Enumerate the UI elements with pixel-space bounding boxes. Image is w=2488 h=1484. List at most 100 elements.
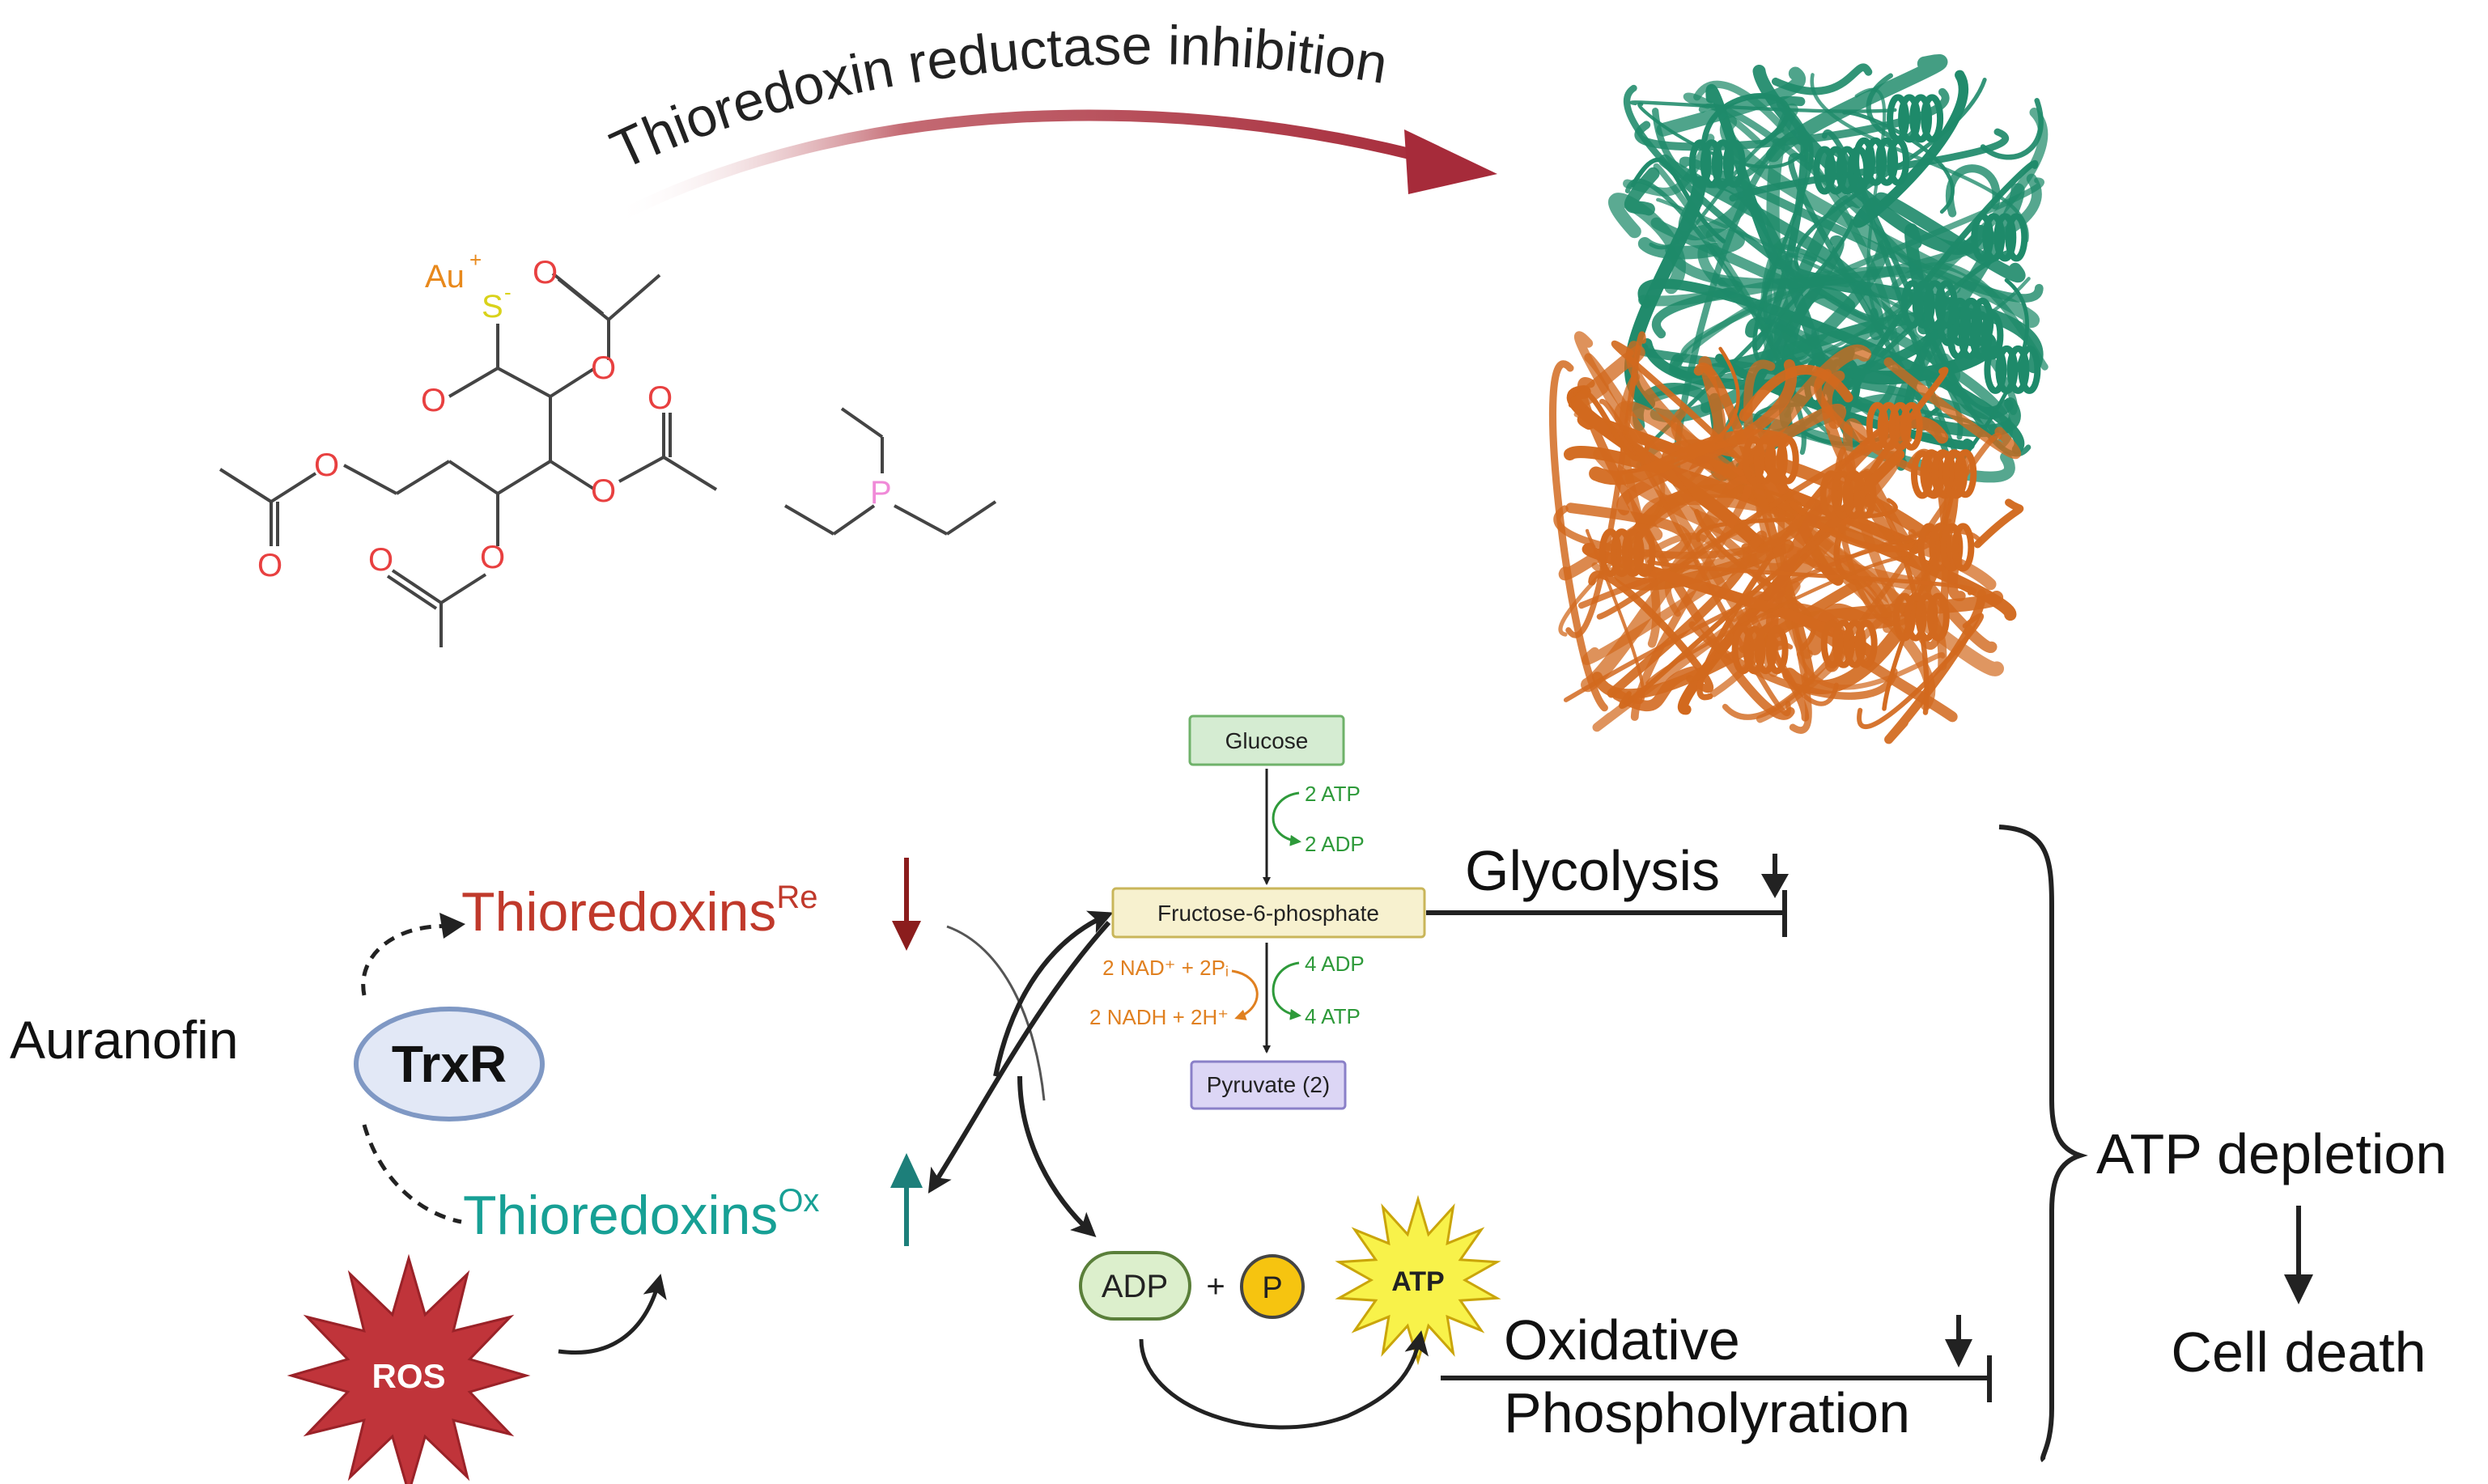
protein-ribbon-segment [1973,498,2024,549]
outcome-brace [1998,825,2088,1463]
protein-ribbon-segment [1739,364,1853,422]
protein-helix-turn [1854,619,1878,668]
protein-helix-turn [1911,450,1934,499]
protein-helix-turn [1742,435,1765,485]
oxidative-label: Oxidative [1504,1308,1740,1372]
protein-helix-turn [1900,401,1923,451]
to-f6p-arrow [993,910,1114,1077]
protein-helix-turn [2018,345,2041,394]
protein-ribbon-segment [1796,549,1891,621]
protein-helix-turn [1904,592,1927,642]
protein-helix-turn [1764,435,1788,485]
protein-helix-turn [1954,449,1977,498]
protein-ribbon-segment [1548,360,1608,712]
nad-reduce-arc [1231,969,1259,1020]
protein-helix-turn [1917,523,1941,572]
protein-ribbon-segment [1626,315,1911,412]
protein-helix-turn [1824,146,1848,195]
protein-helix-turn [1940,523,1964,572]
protein-helix-turn [1820,619,1844,668]
protein-helix-turn [1971,297,1994,346]
protein-helix-turn [1610,528,1633,578]
atp-burst: ATP [1335,1194,1501,1366]
protein-helix-turn [1832,619,1855,668]
protein-helix-turn [1929,523,1952,572]
protein-helix-turn [2005,213,2028,262]
protein-helix-turn [1711,139,1734,189]
protein-helix-turn [1934,280,1958,329]
thioredoxin-reduced-label: ThioredoxinsRe [461,880,817,943]
oxygen-c3: O [591,473,616,509]
protein-helix-turn [1931,449,1955,498]
oxygen-c6: O [314,447,339,483]
protein-helix-turn [1599,528,1622,578]
protein-ribbon-segment [1623,84,1879,322]
protein-helix-turn [1995,345,2019,394]
thioredoxin-oxidized-label: ThioredoxinsOx [463,1183,819,1246]
to-oxphos-arrow [1017,1075,1097,1238]
protein-ribbon-segment [1722,432,2002,720]
protein-helix-turn [1621,528,1645,578]
protein-ribbon-segment [1752,64,1987,255]
protein-ribbon-segment [1688,621,1898,700]
protein-helix-turn [1982,213,2006,262]
protein-helix-turn [1920,449,1943,498]
protein-ribbon-segment [1641,321,1947,390]
phosphate-label: P [1262,1271,1282,1305]
protein-helix-turn [1765,625,1789,675]
protein-helix-turn [1888,401,1912,451]
pyruvate-label: Pyruvate (2) [1207,1072,1331,1097]
protein-helix-turn [1632,528,1656,578]
glycolysis-label: Glycolysis [1465,839,1720,902]
cell-death-label: Cell death [2171,1321,2426,1384]
protein-helix-turn [1923,280,1947,329]
adp-to-atp-arrow [1139,1330,1429,1430]
trxr-label: TrxR [392,1035,507,1093]
adp-out-label: 2 ADP [1305,832,1365,856]
pyruvate-box [1190,1060,1347,1110]
atp-consume-arc [1272,791,1301,846]
protein-helix-turn [1853,137,1876,186]
dashed-arc-up [361,924,454,996]
title-text: Thioredoxin reductase inhibition [601,15,1391,181]
atp-depletion-label: ATP depletion [2096,1122,2447,1185]
oxygen-c6-carbonyl: O [257,548,282,583]
atp-in-label: 2 ATP [1305,782,1361,806]
protein-helix-turn [1875,137,1899,186]
ring-oxygen: O [421,383,446,418]
protein-helix-turn [1700,139,1723,189]
gold-charge: + [469,248,482,272]
protein-helix-turn [1971,213,1994,262]
protein-helix-turn [1900,280,1924,329]
f6p-to-oxidized-arrow [928,920,1111,1194]
protein-helix-turn [2006,345,2030,394]
glucose-label: Glucose [1225,728,1309,753]
protein-helix-turn [1864,137,1887,186]
protein-helix-turn [1959,297,1983,346]
glucose-box [1188,714,1345,766]
sulfur-atom: S [482,289,503,324]
protein-ribbon-segment [1571,345,1645,410]
protein-helix-turn [1819,470,1843,519]
protein-ribbon-segment [1581,344,1872,693]
protein-helix-turn [1951,523,1975,572]
nadh-out-label: 2 NADH + 2H⁺ [1089,1005,1229,1029]
protein-helix-turn [1743,625,1766,675]
protein-helix-turn [1753,435,1777,485]
protein-helix-turn [1909,94,1933,143]
protein-ribbon-segment [1616,359,1798,515]
protein-ribbon-segment [1833,519,1952,559]
protein-helix-turn [1877,401,1900,451]
protein-helix-turn [1754,625,1777,675]
protein-ribbon-segment [1766,103,1813,361]
phosphorus-atom: P [870,475,892,511]
oxygen-c4-carbonyl: O [368,542,393,578]
protein-helix-turn [1776,435,1799,485]
protein-ribbon-segment [1608,193,1686,295]
protein-helix-turn [1921,94,1944,143]
protein-ribbon-segment [1665,173,2042,289]
protein-helix-turn [1993,213,2017,262]
atp-produce-arc [1272,961,1301,1020]
oxygen-c2: O [591,350,616,386]
protein-chain-b [1548,331,2024,744]
